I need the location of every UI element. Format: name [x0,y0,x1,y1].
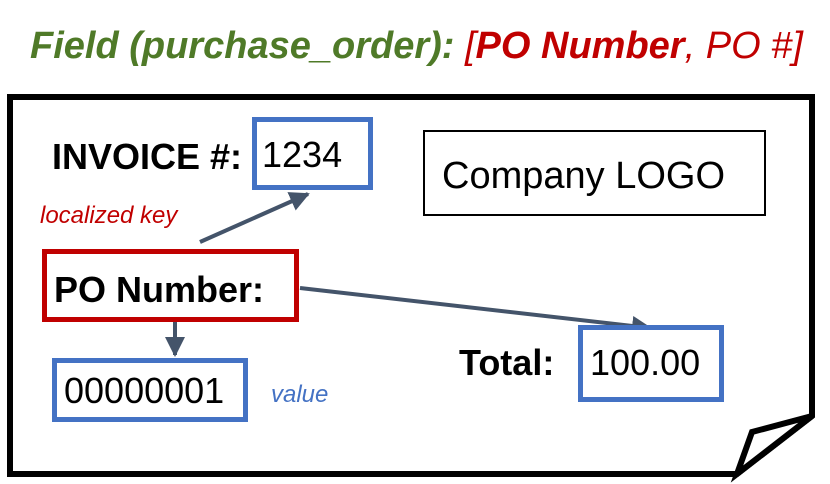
po-value-box [52,358,248,422]
po-number-key: PO Number: [54,269,265,310]
localized-key-annotation: localized key [40,202,178,229]
bracket-open: [ [454,25,476,67]
invoice-number-key: INVOICE #: [52,136,243,177]
invoice-value-box [252,117,373,190]
total-key: Total: [459,342,555,383]
key-alt: PO # [705,25,793,67]
company-logo-text: Company LOGO [442,155,725,197]
bracket-close: ] [792,25,803,67]
field-title: Field (purchase_order): [PO Number, PO #… [30,18,803,74]
folded-corner [730,413,814,483]
po-number-value: 00000001 [64,370,225,411]
total-value-box [578,325,724,402]
company-logo-box [423,130,766,216]
value-annotation: value [271,381,329,408]
key-primary: PO Number [475,25,685,67]
total-value: 100.00 [590,342,701,383]
arrow-to-invoice-value [199,192,310,244]
po-number-key-box [42,249,299,322]
key-separator: , [684,25,706,67]
field-label: Field (purchase_order): [30,25,455,67]
arrow-to-total-value [299,286,652,336]
invoice-number-value: 1234 [262,134,343,175]
